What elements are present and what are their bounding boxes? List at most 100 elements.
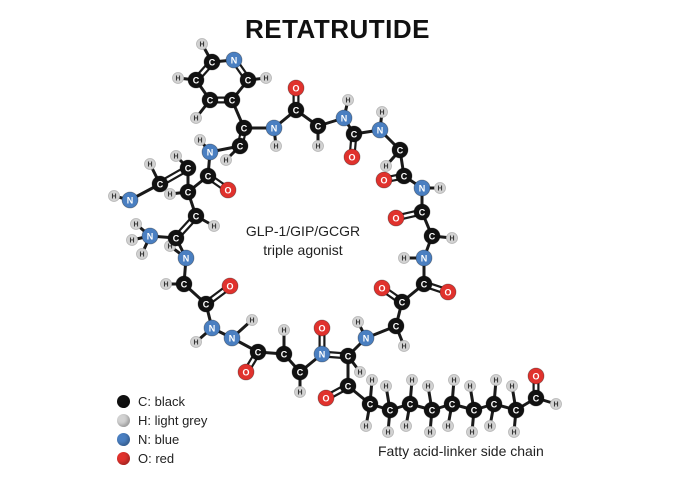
atom-symbol: H xyxy=(199,42,204,49)
atom-symbol: O xyxy=(242,367,249,377)
carbon-atom: C xyxy=(223,91,241,109)
hydrogen-atom: H xyxy=(170,150,182,162)
atom-symbol: H xyxy=(401,344,406,351)
hydrogen-atom: H xyxy=(366,374,378,386)
molecule-description: GLP-1/GIP/GCGR triple agonist xyxy=(218,222,388,260)
hydrogen-atom: H xyxy=(294,386,306,398)
atom-symbol: C xyxy=(471,405,478,415)
atom-symbol: H xyxy=(357,370,362,377)
hydrogen-atom: H xyxy=(398,340,410,352)
atom-symbol: C xyxy=(193,75,200,85)
oxygen-atom: O xyxy=(237,363,255,381)
atom-symbol: C xyxy=(429,231,436,241)
atom-symbol: N xyxy=(183,253,190,263)
atom-symbol: C xyxy=(407,399,414,409)
atom-symbol: C xyxy=(297,367,304,377)
atom-symbol: C xyxy=(345,381,352,391)
description-line-1: GLP-1/GIP/GCGR xyxy=(245,223,361,239)
atom-symbol: C xyxy=(229,95,236,105)
atom-symbol: C xyxy=(429,405,436,415)
carbon-atom: C xyxy=(507,401,525,419)
atom-symbol: C xyxy=(157,179,164,189)
atom-symbol: H xyxy=(249,318,254,325)
atom-symbol: H xyxy=(273,144,278,151)
hydrogen-atom: H xyxy=(400,420,412,432)
atom-symbol: N xyxy=(419,183,426,193)
carbon-atom: C xyxy=(179,159,197,177)
carbon-atom: C xyxy=(167,229,185,247)
atom-symbol: O xyxy=(292,83,299,93)
carbon-atom: C xyxy=(485,395,503,413)
hydrogen-atom: H xyxy=(196,38,208,50)
atom-symbol: O xyxy=(532,371,539,381)
atom-symbol: H xyxy=(263,76,268,83)
hydrogen-atom: H xyxy=(352,316,364,328)
atom-symbol: N xyxy=(421,253,428,263)
atom-symbol: H xyxy=(281,328,286,335)
nitrogen-atom: N xyxy=(141,227,159,245)
hydrogen-atom: H xyxy=(398,252,410,264)
atom-symbol: C xyxy=(181,279,188,289)
atom-symbol: H xyxy=(445,424,450,431)
atom-symbol: N xyxy=(341,113,348,123)
nitrogen-atom: N xyxy=(265,119,283,137)
hydrogen-atom: H xyxy=(490,374,502,386)
hydrogen-atom: H xyxy=(466,426,478,438)
atom-symbol: O xyxy=(380,175,387,185)
hydrogen-atom: H xyxy=(270,140,282,152)
oxygen-atom: O xyxy=(313,319,331,337)
carbon-atom: C xyxy=(443,395,461,413)
nitrogen-atom: N xyxy=(413,179,431,197)
legend-label: C: black xyxy=(138,394,185,409)
nitrogen-atom: N xyxy=(371,121,389,139)
atom-symbol: H xyxy=(493,378,498,385)
hydrogen-atom: H xyxy=(164,188,176,200)
carbon-atom: C xyxy=(395,167,413,185)
hydrogen-atom: H xyxy=(342,94,354,106)
oxygen-atom: O xyxy=(287,79,305,97)
legend-label: H: light grey xyxy=(138,413,208,428)
atom-symbol: O xyxy=(392,213,399,223)
atom-symbol: H xyxy=(193,116,198,123)
hydrogen-atom: H xyxy=(126,234,138,246)
atom-symbol: C xyxy=(421,279,428,289)
carbon-atom: C xyxy=(187,71,205,89)
atom-symbol: H xyxy=(139,252,144,259)
atom-symbol: C xyxy=(401,171,408,181)
legend-item-oxygen: O: red xyxy=(117,449,207,468)
atom-symbol: C xyxy=(419,207,426,217)
hydrogen-atom: H xyxy=(424,426,436,438)
atom-symbol: N xyxy=(209,323,216,333)
atom-symbol: H xyxy=(197,138,202,145)
atom-symbol: N xyxy=(147,231,154,241)
carbon-atom: C xyxy=(197,295,215,313)
atom-symbol: H xyxy=(425,384,430,391)
nitrogen-atom: N xyxy=(223,329,241,347)
carbon-atom: C xyxy=(413,203,431,221)
atom-symbol: C xyxy=(393,321,400,331)
hydrogen-atom: H xyxy=(312,140,324,152)
carbon-atom: C xyxy=(339,347,357,365)
hydrogen-atom: H xyxy=(434,182,446,194)
nitrogen-dot-icon xyxy=(117,433,130,446)
hydrogen-dot-icon xyxy=(117,414,130,427)
hydrogen-atom: H xyxy=(376,106,388,118)
hydrogen-atom: H xyxy=(190,112,202,124)
oxygen-dot-icon xyxy=(117,452,130,465)
carbon-atom: C xyxy=(423,227,441,245)
atom-symbol: H xyxy=(129,238,134,245)
atom-symbol: H xyxy=(401,256,406,263)
nitrogen-atom: N xyxy=(335,109,353,127)
atom-symbol: O xyxy=(444,287,451,297)
hydrogen-atom: H xyxy=(208,220,220,232)
atom-symbol: C xyxy=(491,399,498,409)
carbon-atom: C xyxy=(527,389,545,407)
carbon-atom: C xyxy=(309,117,327,135)
atom-symbol: O xyxy=(318,323,325,333)
atom-symbol: C xyxy=(245,75,252,85)
atom-symbol: H xyxy=(167,244,172,251)
atom-symbol: H xyxy=(403,424,408,431)
oxygen-atom: O xyxy=(317,389,335,407)
atom-symbol: H xyxy=(385,430,390,437)
hydrogen-atom: H xyxy=(382,426,394,438)
